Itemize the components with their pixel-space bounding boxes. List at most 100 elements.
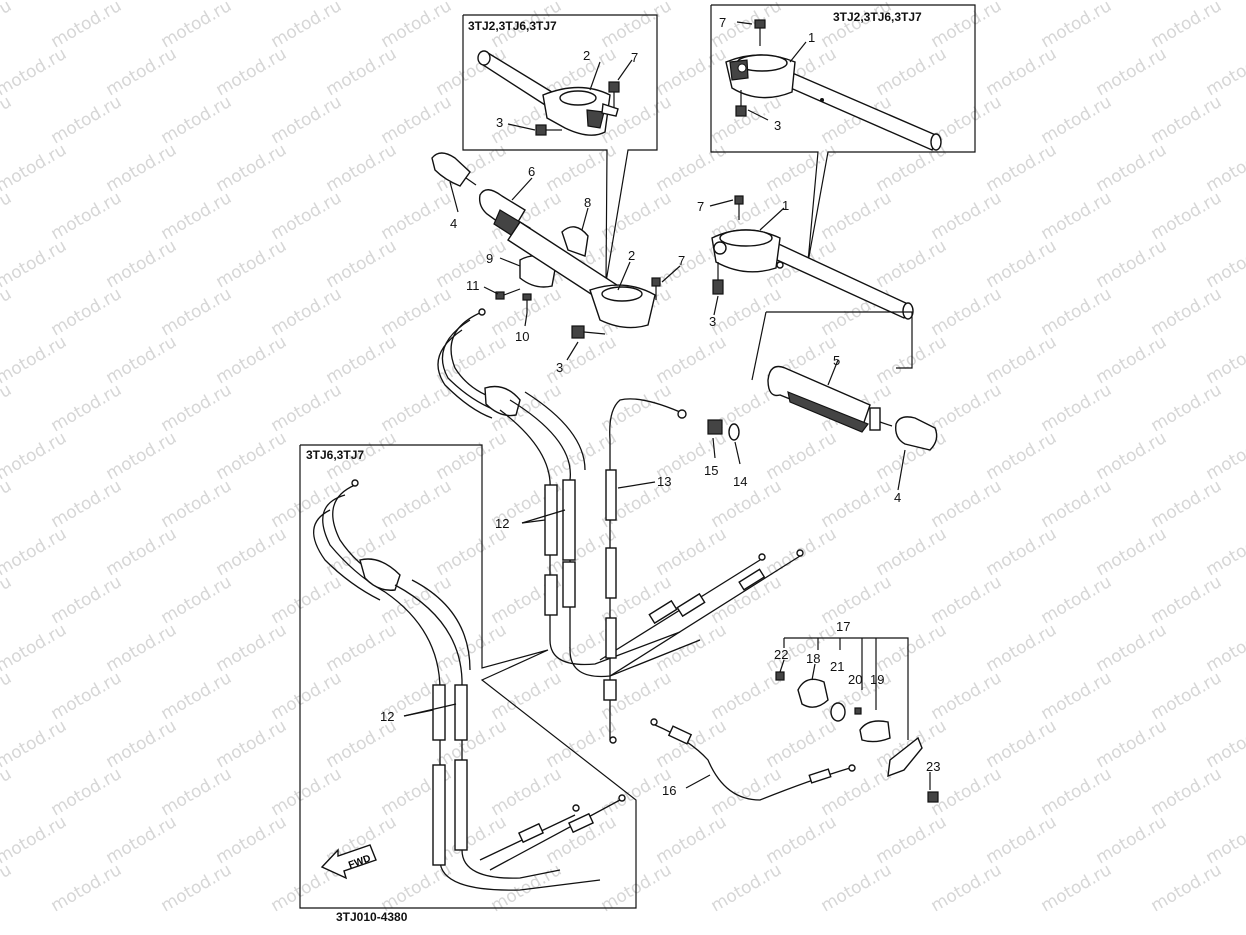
callout-10: 10 [515, 329, 529, 344]
watermark-text: motod.ru [708, 860, 786, 916]
inset-top-left-header: 3TJ2,3TJ6,3TJ7 [468, 19, 557, 33]
callout-7-main-right: 7 [697, 199, 704, 214]
watermark-text: motod.ru [0, 44, 70, 100]
inset-left-bolt-7 [608, 81, 620, 108]
callout-12-main: 12 [495, 516, 509, 531]
drawing-code: 3TJ010-4380 [336, 910, 408, 924]
part-7-bolt [651, 277, 661, 300]
watermark-text: motod.ru [1203, 620, 1246, 676]
part-4-left-grip-end [431, 152, 477, 187]
watermark-text: motod.ru [1203, 812, 1246, 868]
watermark-text: motod.ru [0, 140, 70, 196]
watermark-text: motod.ru [928, 860, 1006, 916]
watermark-text: motod.ru [1148, 860, 1226, 916]
watermark-text: motod.ru [0, 188, 15, 244]
watermark-text: motod.ru [0, 812, 70, 868]
callout-21: 21 [830, 659, 844, 674]
part-13-clutch-cable [603, 398, 687, 744]
part-20-screw [854, 707, 862, 715]
watermark-text: motod.ru [1038, 860, 1116, 916]
part-21-washer [830, 702, 846, 722]
callout-15: 15 [704, 463, 718, 478]
watermark-text: motod.ru [0, 428, 70, 484]
callout-16: 16 [662, 783, 676, 798]
inset-cable-bundle [312, 479, 626, 891]
watermark-text: motod.ru [0, 668, 15, 724]
part-8-cable-guide [561, 226, 589, 257]
watermark-text: motod.ru [0, 0, 15, 52]
inset-left-bolt-3 [535, 124, 562, 136]
part-10-screw [522, 293, 532, 313]
part-15-adjuster [707, 419, 723, 435]
part-19-cover [859, 720, 891, 743]
inset-left-handlebar [477, 50, 619, 136]
inset-lower-left: 3TJ6,3TJ7 FWD [299, 444, 637, 909]
callout-9: 9 [486, 251, 493, 266]
callout-17: 17 [836, 619, 850, 634]
part-3-bolt-right [712, 262, 724, 295]
leader-lines [403, 21, 931, 790]
callout-2-inset: 2 [583, 48, 590, 63]
watermark-text: motod.ru [158, 860, 236, 916]
callout-4-right: 4 [894, 490, 901, 505]
part-7-bolt-right [734, 195, 744, 220]
part-11-screw [495, 288, 521, 300]
watermark-text: motod.ru [1203, 44, 1246, 100]
part-1-right-handlebar [711, 229, 914, 320]
callout-8: 8 [584, 195, 591, 210]
inset-lower-left-header: 3TJ6,3TJ7 [306, 448, 364, 462]
callout-1-main: 1 [782, 198, 789, 213]
watermark-text: motod.ru [0, 764, 15, 820]
part-4-right-grip-end [895, 416, 938, 451]
callout-13: 13 [657, 474, 671, 489]
watermark-text: motod.ru [0, 860, 15, 916]
watermark-text: motod.ru [0, 476, 15, 532]
watermark-text: motod.ru [0, 620, 70, 676]
watermark-text: motod.ru [0, 716, 70, 772]
callout-1-inset: 1 [808, 30, 815, 45]
watermark-text: motod.ru [818, 860, 896, 916]
part-16-choke-cable [650, 718, 856, 801]
watermark-text: motod.ru [1203, 716, 1246, 772]
callout-7-inset-left: 7 [631, 50, 638, 65]
watermark-text: motod.ru [1203, 236, 1246, 292]
inset-right-handlebar [725, 54, 942, 151]
inset-top-right: 3TJ2,3TJ6,3TJ7 [710, 4, 976, 263]
watermark-text: motod.ru [0, 332, 70, 388]
callout-11: 11 [466, 278, 480, 293]
inset-right-bolt-3 [735, 90, 747, 117]
watermark-text: motod.ru [0, 284, 15, 340]
watermark-text: motod.ru [48, 860, 126, 916]
callout-3-main-left: 3 [556, 360, 563, 375]
watermark-text: motod.ru [1203, 140, 1246, 196]
part-23-bolt [927, 791, 939, 803]
callouts: 2 7 3 1 7 3 4 6 8 9 2 7 11 10 3 1 7 3 5 … [380, 15, 940, 798]
callout-3-inset-right: 3 [774, 118, 781, 133]
callout-20: 20 [848, 672, 862, 687]
callout-6: 6 [528, 164, 535, 179]
inset-right-bolt-7 [754, 19, 766, 46]
part-12-throttle-cables [437, 308, 804, 678]
watermark-text: motod.ru [1203, 428, 1246, 484]
callout-4-left: 4 [450, 216, 457, 231]
part-3-bolt-main-left [571, 325, 606, 339]
callout-7-inset-right: 7 [719, 15, 726, 30]
choke-lever-assembly [775, 637, 939, 803]
callout-18: 18 [806, 651, 820, 666]
callout-22: 22 [774, 647, 788, 662]
callout-23: 23 [926, 759, 940, 774]
callout-2-main: 2 [628, 248, 635, 263]
watermark-text: motod.ru [0, 92, 15, 148]
part-17-bracket [887, 736, 923, 778]
callout-7-main-left: 7 [678, 253, 685, 268]
watermark-text: motod.ru [0, 524, 70, 580]
part-22-screw [775, 671, 785, 681]
part-2-left-handlebar [507, 221, 656, 329]
callout-3-inset-left: 3 [496, 115, 503, 130]
callout-12-inset: 12 [380, 709, 394, 724]
watermark-text: motod.ru [0, 380, 15, 436]
callout-3-main-right: 3 [709, 314, 716, 329]
part-14-washer [728, 423, 740, 441]
